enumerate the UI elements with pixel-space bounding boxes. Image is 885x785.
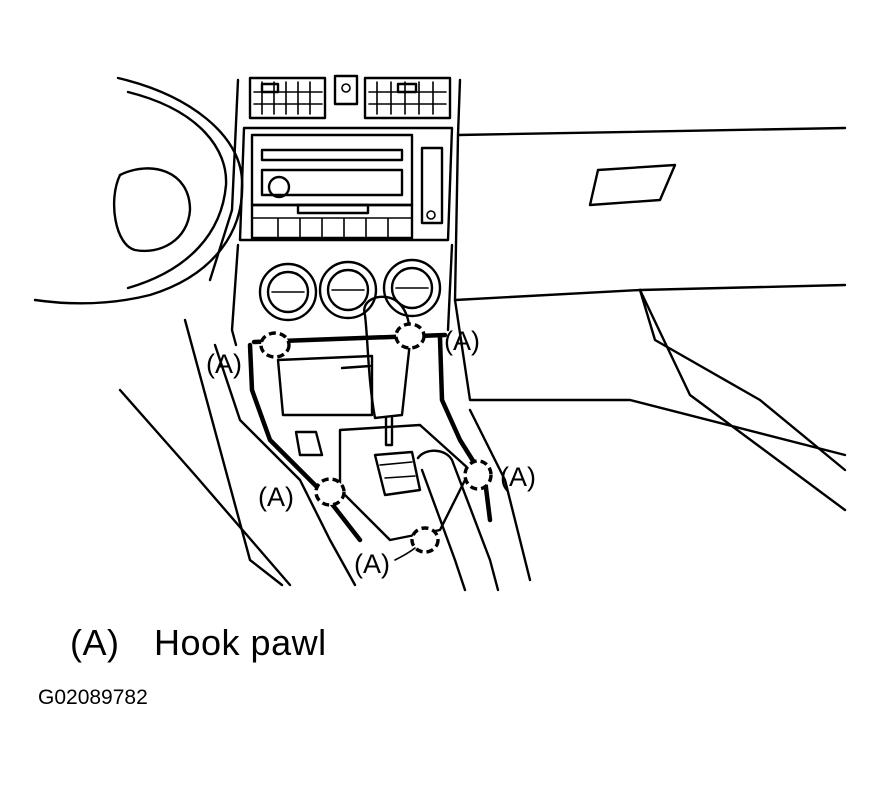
console-panel: [118, 243, 532, 587]
callout-label: (A): [354, 549, 390, 579]
dashboard: [208, 78, 847, 512]
center-console-diagram: (A) (A) (A) (A) (A): [33, 74, 847, 592]
hook-pawl-marker: [314, 477, 346, 507]
legend-key: (A): [70, 622, 120, 663]
callout-labels: (A) (A) (A) (A) (A): [206, 326, 536, 579]
callout-label: (A): [500, 462, 536, 492]
callout-label: (A): [258, 482, 294, 512]
upper-air-vents: [248, 74, 452, 120]
hook-pawl-marker: [394, 322, 426, 350]
figure-id: G02089782: [38, 686, 148, 709]
legend: (A) Hook pawl: [70, 622, 327, 664]
hook-pawl-marker: [410, 526, 440, 554]
hook-pawl-marker: [259, 331, 291, 359]
callout-label: (A): [444, 326, 480, 356]
audio-unit: [238, 126, 454, 242]
steering-wheel: [33, 76, 244, 305]
climate-knobs: [258, 258, 442, 322]
hook-pawl-markers: [259, 322, 493, 554]
legend-text: Hook pawl: [154, 622, 327, 663]
hook-pawl-marker: [463, 459, 493, 491]
callout-label: (A): [206, 349, 242, 379]
